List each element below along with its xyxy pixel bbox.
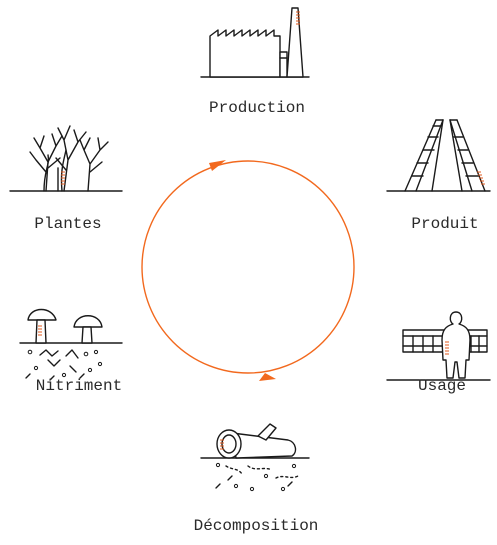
rotting-log-icon (200, 423, 310, 492)
stage-label-production: Production (208, 99, 306, 117)
stage-label-produit: Produit (411, 215, 479, 233)
stage-label-nitriment: Nitriment (35, 377, 123, 395)
cycle-arrow-top (209, 160, 226, 171)
cycle-ring (141, 160, 355, 381)
factory-icon (200, 7, 310, 78)
stage-label-decomposition: Décomposition (193, 517, 319, 535)
stage-label-plantes: Plantes (34, 215, 102, 233)
cycle-arrow-bottom (259, 373, 276, 381)
cycle-circle (141, 160, 355, 374)
ladder-icon (386, 119, 491, 192)
trees-icon (9, 125, 123, 192)
stage-label-usage: Usage (417, 377, 467, 395)
mushrooms-icon (19, 308, 123, 381)
person-carrying-ladder-icon (386, 311, 491, 381)
